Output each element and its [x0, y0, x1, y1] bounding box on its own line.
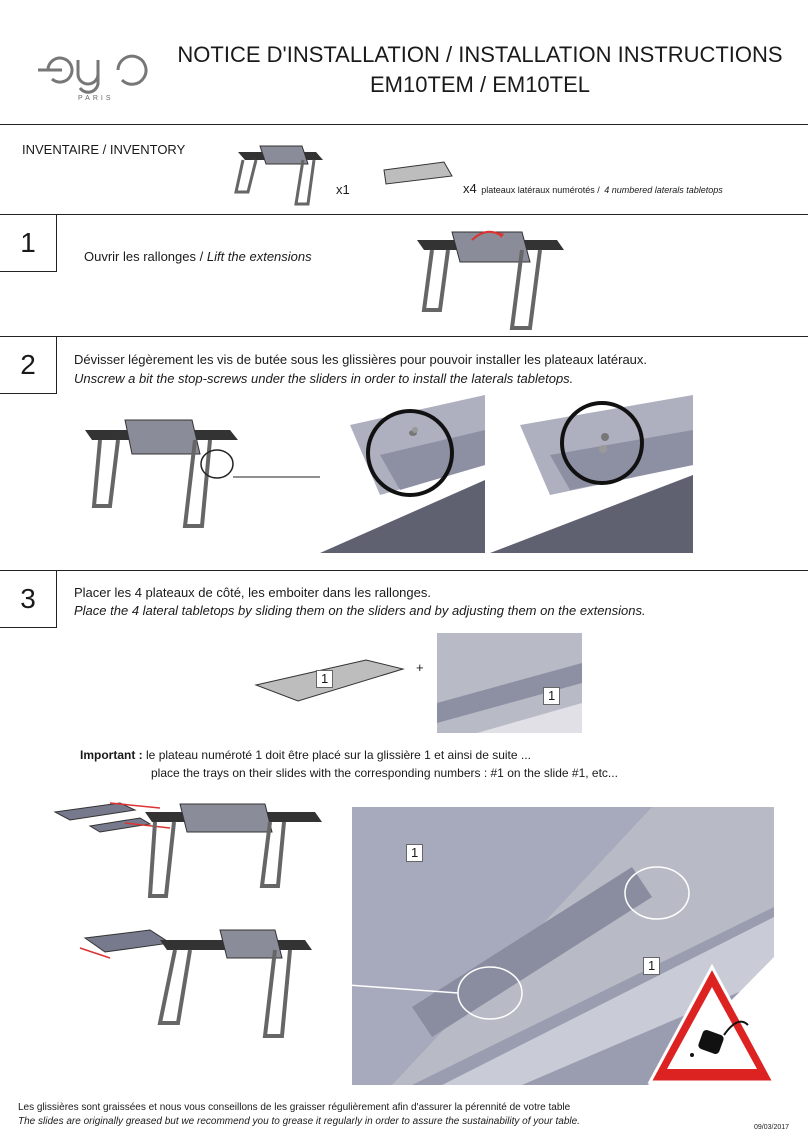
step-1-number: 1 — [0, 214, 57, 272]
footer-text-fr: Les glissières sont graissées et nous vo… — [18, 1102, 571, 1113]
step-3-text-fr: Placer les 4 plateaux de côté, les emboi… — [74, 585, 431, 600]
footer-date: 09/03/2017 — [754, 1124, 790, 1131]
inventory-table-qty: x1 — [336, 182, 350, 197]
table-screw-illustration — [85, 419, 238, 528]
tabletop-illustration — [383, 161, 453, 185]
ego-logo — [38, 54, 148, 94]
title-line-1: NOTICE D'INSTALLATION / INSTALLATION INS… — [177, 42, 783, 67]
inventory-tops-qty: x4 — [463, 181, 477, 196]
step-2-text-en: Unscrew a bit the stop-screws under the … — [74, 371, 574, 386]
important-label: Important : — [80, 748, 143, 762]
screw-detail-before — [320, 385, 485, 553]
step-1-text-fr: Ouvrir les rallonges / — [84, 249, 204, 264]
slider-detail — [437, 633, 582, 733]
important-text-fr: le plateau numéroté 1 doit être placé su… — [146, 748, 531, 762]
table-illustration — [234, 145, 323, 206]
divider — [0, 336, 808, 337]
inventory-tops: x4 plateaux latéraux numérotés / 4 numbe… — [463, 180, 723, 198]
important-note: Important : le plateau numéroté 1 doit ê… — [80, 748, 531, 762]
screw-detail-after — [490, 385, 693, 553]
step-1-text-en: Lift the extensions — [206, 249, 312, 264]
slider-number-tag: 1 — [543, 687, 561, 705]
divider — [0, 214, 808, 215]
sliding-tabletops-illustration — [53, 802, 322, 1038]
inventory-label: INVENTAIRE / INVENTORY — [22, 142, 186, 157]
closeup-tag-top: 1 — [406, 844, 424, 862]
title-line-2: EM10TEM / EM10TEL — [369, 72, 591, 97]
step-3-text-en: Place the 4 lateral tabletops by sliding… — [74, 603, 646, 618]
inventory-tops-fr: plateaux latéraux numérotés / — [481, 185, 600, 195]
footer-text-en: The slides are originally greased but we… — [18, 1116, 580, 1127]
plus-sign: + — [416, 660, 424, 675]
brand-subtitle: PARIS — [78, 95, 114, 102]
inventory-tops-en: 4 numbered laterals tabletops — [604, 185, 723, 195]
divider — [0, 124, 808, 125]
tabletop-number-tag: 1 — [316, 670, 334, 688]
closeup-tag-right: 1 — [643, 957, 661, 975]
step-2-number: 2 — [0, 336, 57, 394]
step-2-text-fr: Dévisser légèrement les vis de butée sou… — [74, 352, 648, 367]
table-extensions-illustration — [417, 230, 564, 330]
divider — [0, 570, 808, 571]
important-text-en: place the trays on their slides with the… — [151, 766, 618, 780]
step-1-text: Ouvrir les rallonges / Lift the extensio… — [84, 249, 312, 264]
page-title: NOTICE D'INSTALLATION / INSTALLATION INS… — [170, 40, 790, 100]
step-3-number: 3 — [0, 570, 57, 628]
